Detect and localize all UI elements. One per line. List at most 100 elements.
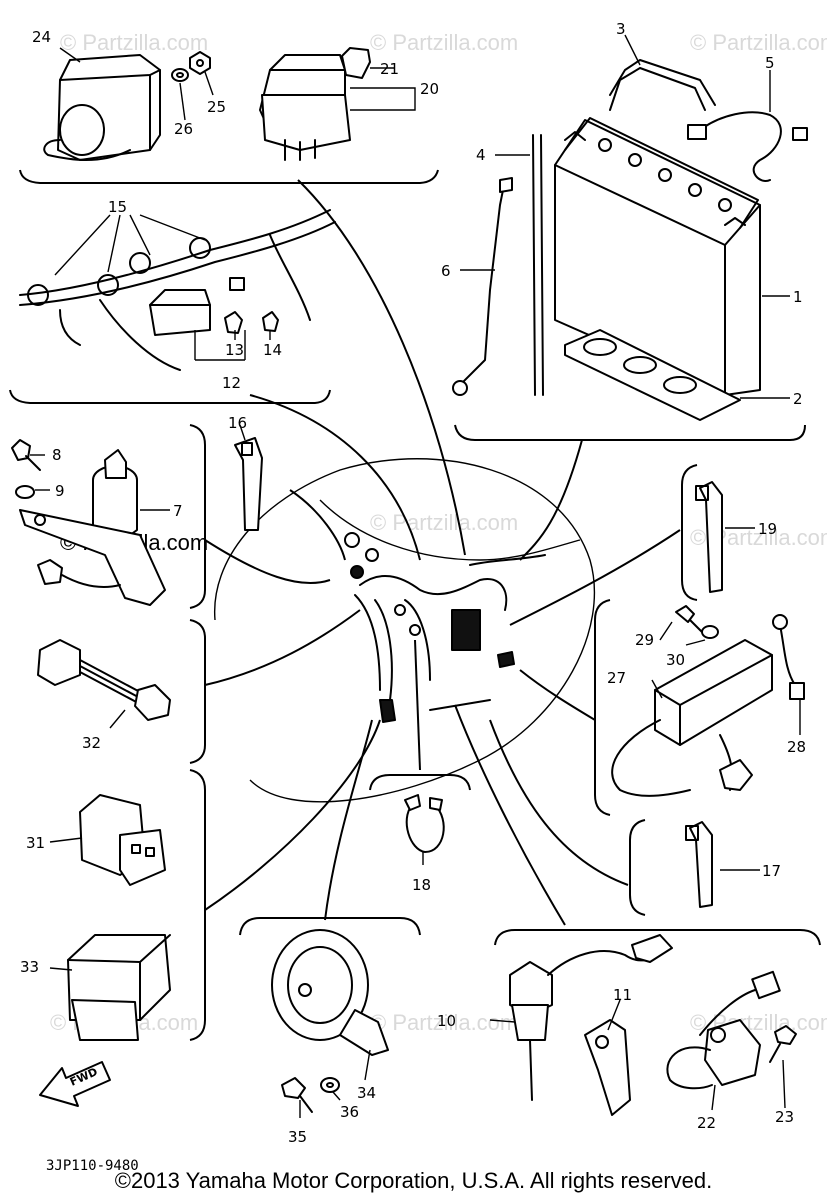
callout-leaders bbox=[30, 34, 801, 1118]
callout-35[interactable]: 35 bbox=[288, 1128, 307, 1146]
part-7-main-switch[interactable] bbox=[19, 449, 166, 606]
callout-19[interactable]: 19 bbox=[758, 520, 777, 538]
part-33-control-unit[interactable] bbox=[67, 934, 171, 1041]
callout-33[interactable]: 33 bbox=[20, 958, 39, 976]
part-10-switch[interactable] bbox=[509, 934, 673, 1101]
part-20-relay[interactable] bbox=[259, 54, 351, 161]
fwd-arrow: FWD bbox=[39, 1061, 111, 1107]
bracket-main-switch bbox=[189, 424, 206, 609]
callout-16[interactable]: 16 bbox=[228, 414, 247, 432]
part-29-bolt[interactable] bbox=[675, 605, 703, 633]
part-8-screw[interactable] bbox=[11, 439, 41, 471]
part-21-fuse[interactable] bbox=[341, 47, 371, 79]
leader-curve bbox=[509, 529, 681, 626]
callout-27[interactable]: 27 bbox=[607, 669, 626, 687]
part-36-washer[interactable] bbox=[320, 1077, 340, 1093]
part-14-fuse[interactable] bbox=[262, 311, 279, 332]
bracket-clamp bbox=[369, 774, 471, 791]
callout-1[interactable]: 1 bbox=[793, 288, 803, 306]
part-23-bolt[interactable] bbox=[769, 1025, 797, 1063]
part-19-band[interactable] bbox=[695, 481, 723, 593]
callout-24[interactable]: 24 bbox=[32, 28, 51, 46]
part-9-washer[interactable] bbox=[15, 485, 35, 499]
callout-11[interactable]: 11 bbox=[613, 986, 632, 1004]
part-1-battery[interactable] bbox=[554, 117, 761, 396]
callout-28[interactable]: 28 bbox=[787, 738, 806, 756]
bracket-horn bbox=[239, 917, 421, 936]
part-3-battery-band[interactable] bbox=[609, 59, 716, 111]
callout-2[interactable]: 2 bbox=[793, 390, 803, 408]
leader-curve bbox=[289, 489, 346, 561]
leader-curve bbox=[324, 719, 373, 921]
callout-23[interactable]: 23 bbox=[775, 1108, 794, 1126]
part-12-fuse-box[interactable] bbox=[149, 289, 211, 336]
callout-21[interactable]: 21 bbox=[380, 60, 399, 78]
part-25-nut[interactable] bbox=[189, 51, 211, 75]
bracket-switches bbox=[494, 929, 821, 946]
bracket-battery bbox=[454, 424, 806, 441]
callout-12[interactable]: 12 bbox=[222, 374, 241, 392]
callout-8[interactable]: 8 bbox=[52, 446, 62, 464]
callout-15[interactable]: 15 bbox=[108, 198, 127, 216]
part-4-breather-pipe[interactable] bbox=[532, 134, 544, 396]
frame-outline bbox=[214, 458, 595, 803]
leader-curve bbox=[519, 669, 596, 721]
callout-30[interactable]: 30 bbox=[666, 651, 685, 669]
leader-curve bbox=[249, 394, 421, 561]
watermark-text: © Partzilla.com bbox=[370, 1010, 518, 1035]
leader-curve bbox=[489, 719, 629, 886]
part-30-washer[interactable] bbox=[701, 625, 719, 639]
leader-curves bbox=[204, 179, 681, 926]
part-13-fuse[interactable] bbox=[224, 311, 243, 334]
part-6-ground-lead[interactable] bbox=[452, 177, 513, 396]
callout-32[interactable]: 32 bbox=[82, 734, 101, 752]
part-18-clamp[interactable] bbox=[404, 794, 445, 853]
copyright-notice: ©2013 Yamaha Motor Corporation, U.S.A. A… bbox=[114, 1168, 713, 1193]
callout-34[interactable]: 34 bbox=[357, 1084, 376, 1102]
leader-curve bbox=[204, 539, 331, 584]
bracket-lead bbox=[189, 619, 206, 764]
callout-29[interactable]: 29 bbox=[635, 631, 654, 649]
callout-4[interactable]: 4 bbox=[476, 146, 486, 164]
part-24-relay[interactable] bbox=[43, 54, 161, 161]
part-5-battery-lead[interactable] bbox=[687, 111, 808, 182]
callout-5[interactable]: 5 bbox=[765, 54, 775, 72]
leader-curve bbox=[414, 639, 421, 771]
part-35-bolt[interactable] bbox=[281, 1077, 313, 1113]
part-22-sensor[interactable] bbox=[666, 970, 781, 1090]
callout-36[interactable]: 36 bbox=[340, 1103, 359, 1121]
leader-curve bbox=[297, 179, 466, 556]
callout-17[interactable]: 17 bbox=[762, 862, 781, 880]
part-28-lead[interactable] bbox=[772, 614, 805, 700]
part-27-cdi-unit[interactable] bbox=[611, 639, 773, 797]
callout-6[interactable]: 6 bbox=[441, 262, 451, 280]
watermark-text: © Partzilla.com bbox=[370, 30, 518, 55]
callout-10[interactable]: 10 bbox=[437, 1012, 456, 1030]
main-wire-harness[interactable] bbox=[319, 499, 581, 723]
part-31-relay[interactable] bbox=[79, 794, 166, 886]
callout-31[interactable]: 31 bbox=[26, 834, 45, 852]
callout-3[interactable]: 3 bbox=[616, 20, 626, 38]
callout-14[interactable]: 14 bbox=[263, 341, 282, 359]
diagram-code: 3JP110-9480 bbox=[46, 1158, 139, 1174]
part-11-bracket[interactable] bbox=[584, 1019, 631, 1116]
callout-labels: 1 2 3 4 5 6 7 8 9 10 11 12 13 14 15 16 1… bbox=[20, 20, 806, 1146]
callout-20[interactable]: 20 bbox=[420, 80, 439, 98]
part-32-wire-lead[interactable] bbox=[37, 639, 171, 721]
callout-7[interactable]: 7 bbox=[173, 502, 183, 520]
part-2-battery-tray[interactable] bbox=[564, 329, 741, 421]
part-16-band[interactable] bbox=[234, 437, 263, 531]
callout-9[interactable]: 9 bbox=[55, 482, 65, 500]
bracket-top bbox=[19, 169, 439, 184]
callout-13[interactable]: 13 bbox=[225, 341, 244, 359]
part-34-horn[interactable] bbox=[271, 929, 389, 1056]
part-15-harness[interactable] bbox=[19, 209, 336, 371]
part-7-plug[interactable] bbox=[37, 559, 121, 588]
part-26-washer[interactable] bbox=[171, 68, 189, 82]
callout-26[interactable]: 26 bbox=[174, 120, 193, 138]
callout-25[interactable]: 25 bbox=[207, 98, 226, 116]
callout-18[interactable]: 18 bbox=[412, 876, 431, 894]
callout-22[interactable]: 22 bbox=[697, 1114, 716, 1132]
part-17-band[interactable] bbox=[685, 821, 713, 908]
